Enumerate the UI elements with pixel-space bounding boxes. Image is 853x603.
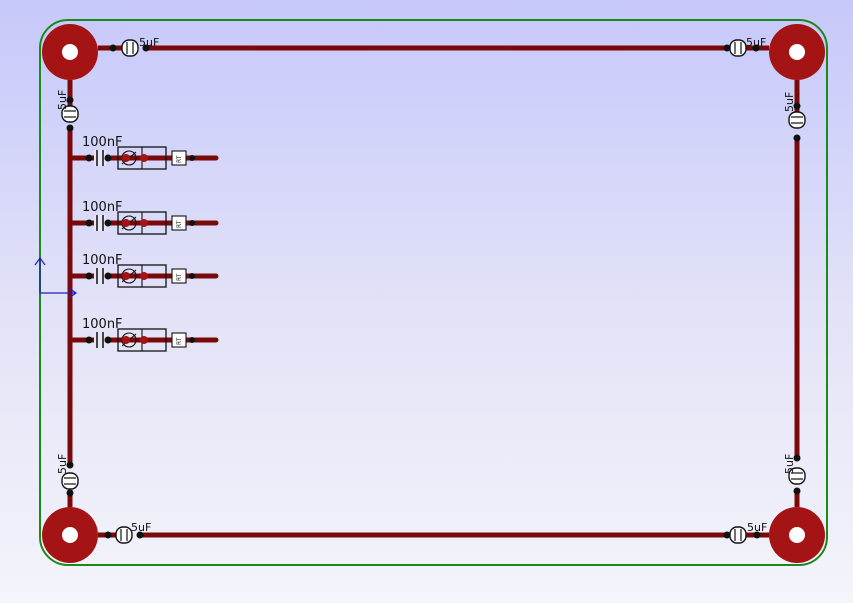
mounting-hole-top-right[interactable] — [769, 24, 825, 80]
capacitor-5uf-left-top[interactable]: 5uF — [56, 80, 79, 132]
mounting-hole-bottom-left[interactable] — [42, 507, 98, 563]
capacitor-5uf-right-bottom[interactable]: 5uF — [783, 454, 806, 507]
mounting-hole-bottom-right[interactable] — [769, 507, 825, 563]
capacitor-100nf-label: 100nF — [82, 200, 123, 215]
branch-circuits: 100nF RT 100nF RT 100nF RT 100nF RT — [67, 135, 219, 352]
perimeter-traces — [67, 45, 800, 538]
capacitor-pad — [104, 336, 112, 344]
rt-body — [171, 332, 187, 348]
origin-axes-marker — [34, 256, 78, 299]
capacitor-pad — [104, 219, 112, 227]
rt-pad — [189, 337, 195, 343]
capacitor-label: 5uF — [56, 90, 69, 110]
capacitor-label: 5uF — [747, 521, 767, 534]
sensor-pad — [122, 336, 130, 344]
capacitor-label: 5uF — [746, 36, 766, 49]
rt-label: RT — [176, 220, 183, 228]
branch-circuit[interactable]: 100nF RT — [67, 317, 219, 352]
capacitor-pad — [85, 272, 93, 280]
sensor-pad — [122, 219, 130, 227]
sensor-pad — [122, 154, 130, 162]
capacitor-pad — [104, 154, 112, 162]
sensor-pad — [140, 272, 148, 280]
capacitor-label: 5uF — [56, 454, 69, 474]
rt-pad — [189, 220, 195, 226]
rt-body — [171, 215, 187, 231]
capacitor-100nf-gap — [94, 332, 106, 348]
capacitor-pad — [104, 272, 112, 280]
capacitor-100nf-label: 100nF — [82, 317, 123, 332]
capacitor-5uf-bottom-right[interactable]: 5uF — [723, 521, 770, 544]
capacitor-pad — [85, 154, 93, 162]
capacitor-5uf-right-top[interactable]: 5uF — [783, 80, 806, 142]
capacitor-label: 5uF — [783, 92, 796, 112]
capacitor-100nf-label: 100nF — [82, 135, 123, 150]
board-outline — [39, 19, 828, 566]
sensor-pad — [140, 219, 148, 227]
capacitor-5uf-top-left[interactable]: 5uF — [98, 36, 159, 57]
capacitor-5uf-left-bottom[interactable]: 5uF — [56, 454, 79, 507]
sensor-pad — [122, 272, 130, 280]
capacitor-100nf-gap — [94, 150, 106, 166]
rt-pad — [189, 273, 195, 279]
rt-pad — [189, 155, 195, 161]
rt-body — [171, 268, 187, 284]
rail-junction — [67, 155, 73, 161]
sensor-pad — [140, 336, 148, 344]
branch-circuit[interactable]: 100nF RT — [67, 253, 219, 288]
mounting-hole-top-left[interactable] — [42, 24, 98, 80]
rt-label: RT — [176, 155, 183, 163]
branch-circuit[interactable]: 100nF RT — [67, 200, 219, 235]
rail-junction — [67, 273, 73, 279]
rail-junction — [67, 337, 73, 343]
rail-junction — [67, 220, 73, 226]
rt-body — [171, 150, 187, 166]
capacitor-100nf-label: 100nF — [82, 253, 123, 268]
rt-label: RT — [176, 273, 183, 281]
capacitor-5uf-top-right[interactable]: 5uF — [723, 36, 770, 57]
capacitor-pad — [85, 219, 93, 227]
sensor-pad — [140, 154, 148, 162]
branch-circuit[interactable]: 100nF RT — [67, 135, 219, 170]
capacitor-label: 5uF — [139, 36, 159, 49]
capacitor-5uf-bottom-left[interactable]: 5uF — [98, 521, 151, 544]
rt-label: RT — [176, 337, 183, 345]
capacitor-label: 5uF — [131, 521, 151, 534]
capacitor-100nf-gap — [94, 215, 106, 231]
capacitor-label: 5uF — [783, 454, 796, 474]
capacitor-100nf-gap — [94, 268, 106, 284]
capacitor-pad — [85, 336, 93, 344]
